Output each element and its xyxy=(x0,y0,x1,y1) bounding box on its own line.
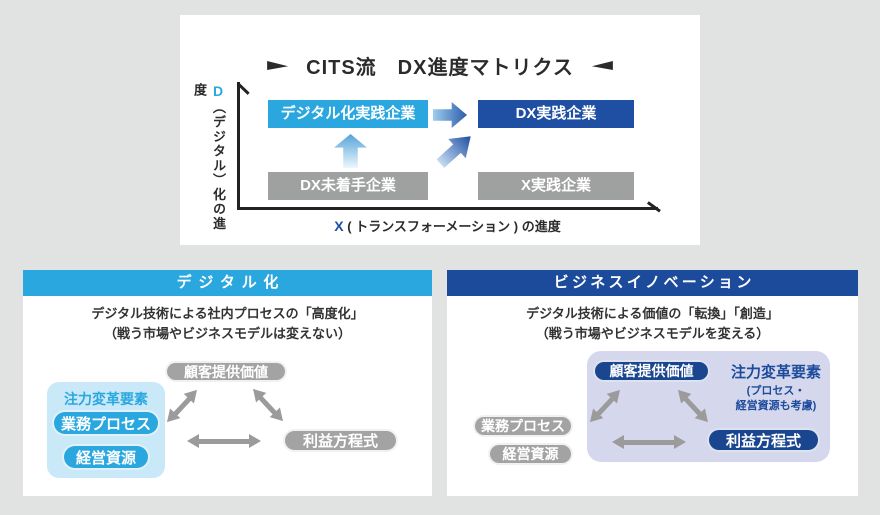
double-arrow-horizontal-icon xyxy=(187,434,261,448)
y-axis-letter: D xyxy=(210,83,226,101)
box-digitalized-company: デジタル化実践企業 xyxy=(268,100,428,128)
customer-value-pill: 顧客提供価値 xyxy=(593,360,710,382)
business-innovation-panel: ビジネスイノベーション デジタル技術による価値の「転換」「創造」 （戦う市場やビ… xyxy=(447,270,858,496)
digitalization-desc-line2: （戦う市場やビジネスモデルは変えない） xyxy=(103,326,351,341)
double-arrow-right-diagonal-icon xyxy=(673,385,713,427)
y-axis-line xyxy=(237,82,240,209)
box-dx-not-started-company: DX未着手企業 xyxy=(268,172,428,200)
management-resources-pill: 経営資源 xyxy=(488,443,573,465)
digitalization-panel: デジタル化 デジタル技術による社内プロセスの「高度化」 （戦う市場やビジネスモデ… xyxy=(23,270,432,496)
matrix-title-row: CITS流 DX進度マトリクス xyxy=(180,51,700,80)
business-innovation-header: ビジネスイノベーション xyxy=(447,270,858,296)
innovation-desc-line2: （戦う市場やビジネスモデルを変える） xyxy=(535,326,770,341)
business-process-pill: 業務プロセス xyxy=(52,410,160,436)
box-x-practicing-company: X実践企業 xyxy=(478,172,634,200)
box-dx-practicing-company: DX実践企業 xyxy=(478,100,634,128)
up-arrow-icon xyxy=(334,134,367,168)
x-axis-line xyxy=(237,207,658,210)
focus-change-elements-label: 注力変革要素 xyxy=(64,391,148,407)
focus-change-elements-box: 顧客提供価値 注力変革要素 (プロセス・ 経営資源も考慮) 利益方程式 xyxy=(587,351,830,462)
focus-change-elements-label: 注力変革要素 xyxy=(730,364,821,381)
title-right-wedge-icon xyxy=(591,61,613,70)
x-axis-label: X ( トランスフォーメーション ) の進度 xyxy=(237,216,658,235)
business-process-pill: 業務プロセス xyxy=(473,415,573,437)
focus-note-line1: (プロセス・ xyxy=(746,385,806,397)
digitalization-header: デジタル化 xyxy=(23,270,432,296)
double-arrow-left-diagonal-icon xyxy=(162,385,202,427)
right-arrow-icon xyxy=(433,102,467,128)
digitalization-description: デジタル技術による社内プロセスの「高度化」 （戦う市場やビジネスモデルは変えない… xyxy=(23,304,432,344)
double-arrow-horizontal-icon xyxy=(612,435,686,449)
profit-formula-pill: 利益方程式 xyxy=(283,429,398,452)
innovation-description: デジタル技術による価値の「転換」「創造」 （戦う市場やビジネスモデルを変える） xyxy=(447,304,858,344)
focus-note: (プロセス・ 経営資源も考慮) xyxy=(723,384,829,414)
diagonal-arrow-icon xyxy=(432,127,480,174)
y-axis-text: （デジタル）化の進度 xyxy=(192,83,226,231)
x-axis-letter: X xyxy=(334,218,344,234)
x-axis-text: ( トランスフォーメーション ) の進度 xyxy=(347,219,561,234)
double-arrow-left-diagonal-icon xyxy=(585,385,625,427)
innovation-desc-line1: デジタル技術による価値の「転換」「創造」 xyxy=(526,306,779,321)
matrix-title: CITS流 DX進度マトリクス xyxy=(306,57,574,79)
management-resources-pill: 経営資源 xyxy=(62,444,150,470)
y-axis-label: D（デジタル）化の進度 xyxy=(192,83,228,241)
focus-note-line2: 経営資源も考慮) xyxy=(735,400,817,412)
focus-change-elements-box: 注力変革要素 業務プロセス 経営資源 xyxy=(47,382,165,478)
digitalization-desc-line1: デジタル技術による社内プロセスの「高度化」 xyxy=(91,306,364,321)
profit-formula-pill: 利益方程式 xyxy=(707,428,820,452)
customer-value-pill: 顧客提供価値 xyxy=(165,361,287,382)
title-left-wedge-icon xyxy=(267,61,289,70)
dx-matrix-card: CITS流 DX進度マトリクス D（デジタル）化の進度 デジタル化実践企業 DX… xyxy=(180,15,700,245)
double-arrow-right-diagonal-icon xyxy=(248,384,288,426)
